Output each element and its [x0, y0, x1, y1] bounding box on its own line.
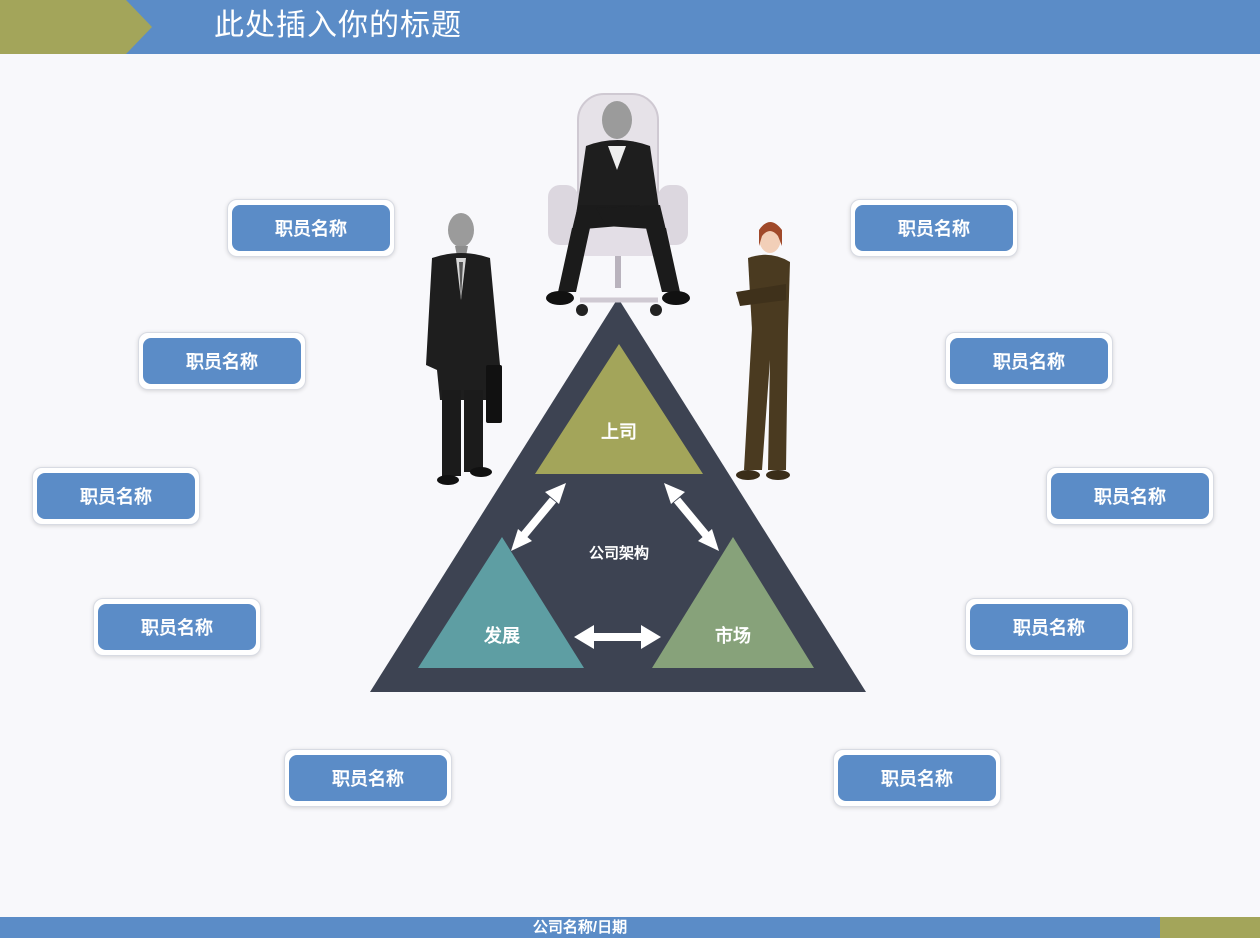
arrow-top-left: [511, 483, 566, 551]
staff-name-label: 职员名称: [855, 205, 1013, 251]
staff-name-label: 职员名称: [970, 604, 1128, 650]
staff-name-button-5[interactable]: 职员名称: [284, 749, 452, 807]
standing-businesswoman-figure: [736, 222, 790, 480]
staff-name-label: 职员名称: [950, 338, 1108, 384]
staff-name-button-6[interactable]: 职员名称: [850, 199, 1018, 257]
staff-name-button-10[interactable]: 职员名称: [833, 749, 1001, 807]
right-triangle: [652, 537, 814, 668]
footer-bar: 公司名称/日期: [0, 917, 1260, 938]
staff-name-button-1[interactable]: 职员名称: [227, 199, 395, 257]
header-bar: 此处插入你的标题: [0, 0, 1260, 54]
staff-name-label: 职员名称: [838, 755, 996, 801]
staff-name-button-9[interactable]: 职员名称: [965, 598, 1133, 656]
center-label: 公司架构: [589, 544, 649, 562]
staff-name-button-8[interactable]: 职员名称: [1046, 467, 1214, 525]
left-triangle: [418, 537, 584, 668]
right-node-label: 市场: [715, 625, 751, 646]
staff-name-button-3[interactable]: 职员名称: [32, 467, 200, 525]
staff-name-label: 职员名称: [37, 473, 195, 519]
seated-executive-figure: [546, 93, 690, 316]
top-node-label: 上司: [601, 422, 637, 442]
staff-name-label: 职员名称: [1051, 473, 1209, 519]
page-title: 此处插入你的标题: [214, 9, 462, 42]
staff-name-button-7[interactable]: 职员名称: [945, 332, 1113, 390]
header-accent-arrow: [0, 0, 152, 54]
staff-name-button-4[interactable]: 职员名称: [93, 598, 261, 656]
staff-name-label: 职员名称: [98, 604, 256, 650]
left-node-label: 发展: [483, 625, 521, 646]
arrow-bottom: [574, 625, 661, 649]
footer-accent: [1160, 917, 1260, 938]
staff-name-label: 职员名称: [143, 338, 301, 384]
staff-name-label: 职员名称: [289, 755, 447, 801]
arrow-top-right: [664, 483, 719, 551]
footer-company-date: 公司名称/日期: [532, 919, 628, 936]
top-triangle: [535, 344, 703, 474]
standing-businessman-figure: [426, 213, 502, 485]
staff-name-label: 职员名称: [232, 205, 390, 251]
staff-name-button-2[interactable]: 职员名称: [138, 332, 306, 390]
